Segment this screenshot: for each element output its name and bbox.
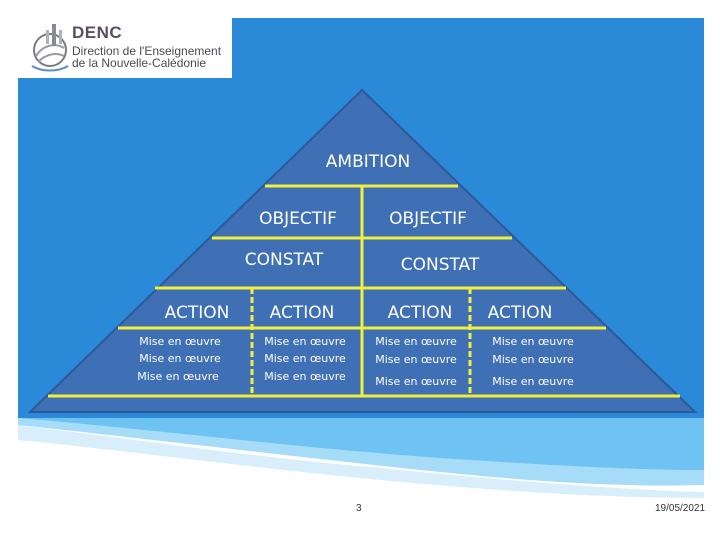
- action-label-4: ACTION: [488, 303, 553, 323]
- emblem-icon: [31, 24, 69, 72]
- implementation-2-3: Mise en œuvre: [264, 370, 346, 383]
- objective-label-right: OBJECTIF: [389, 209, 467, 229]
- implementation-1-1: Mise en œuvre: [139, 335, 221, 348]
- denc-logo: [18, 18, 232, 78]
- logo-subtitle-line-1: Direction de l'Enseignement: [72, 44, 222, 58]
- implementation-1-2: Mise en œuvre: [139, 352, 221, 365]
- objective-label-left: OBJECTIF: [259, 209, 337, 229]
- action-label-1: ACTION: [165, 303, 230, 323]
- implementation-3-2: Mise en œuvre: [375, 353, 457, 366]
- ambition-label: AMBITION: [326, 152, 410, 172]
- implementation-2-1: Mise en œuvre: [264, 335, 346, 348]
- implementation-4-3: Mise en œuvre: [492, 375, 574, 388]
- implementation-3-3: Mise en œuvre: [375, 375, 457, 388]
- logo-title: DENC: [72, 23, 123, 42]
- slide-date: 19/05/2021: [655, 503, 706, 514]
- action-label-3: ACTION: [388, 303, 453, 323]
- page-number: 3: [356, 503, 362, 514]
- implementation-4-1: Mise en œuvre: [492, 335, 574, 348]
- constat-label-right: CONSTAT: [401, 255, 480, 275]
- implementation-2-2: Mise en œuvre: [264, 352, 346, 365]
- action-label-2: ACTION: [270, 303, 335, 323]
- implementation-1-3: Mise en œuvre: [137, 370, 219, 383]
- implementation-4-2: Mise en œuvre: [492, 353, 574, 366]
- constat-label-left: CONSTAT: [245, 250, 324, 270]
- logo-subtitle-line-2: de la Nouvelle-Calédonie: [72, 56, 207, 70]
- implementation-3-1: Mise en œuvre: [375, 335, 457, 348]
